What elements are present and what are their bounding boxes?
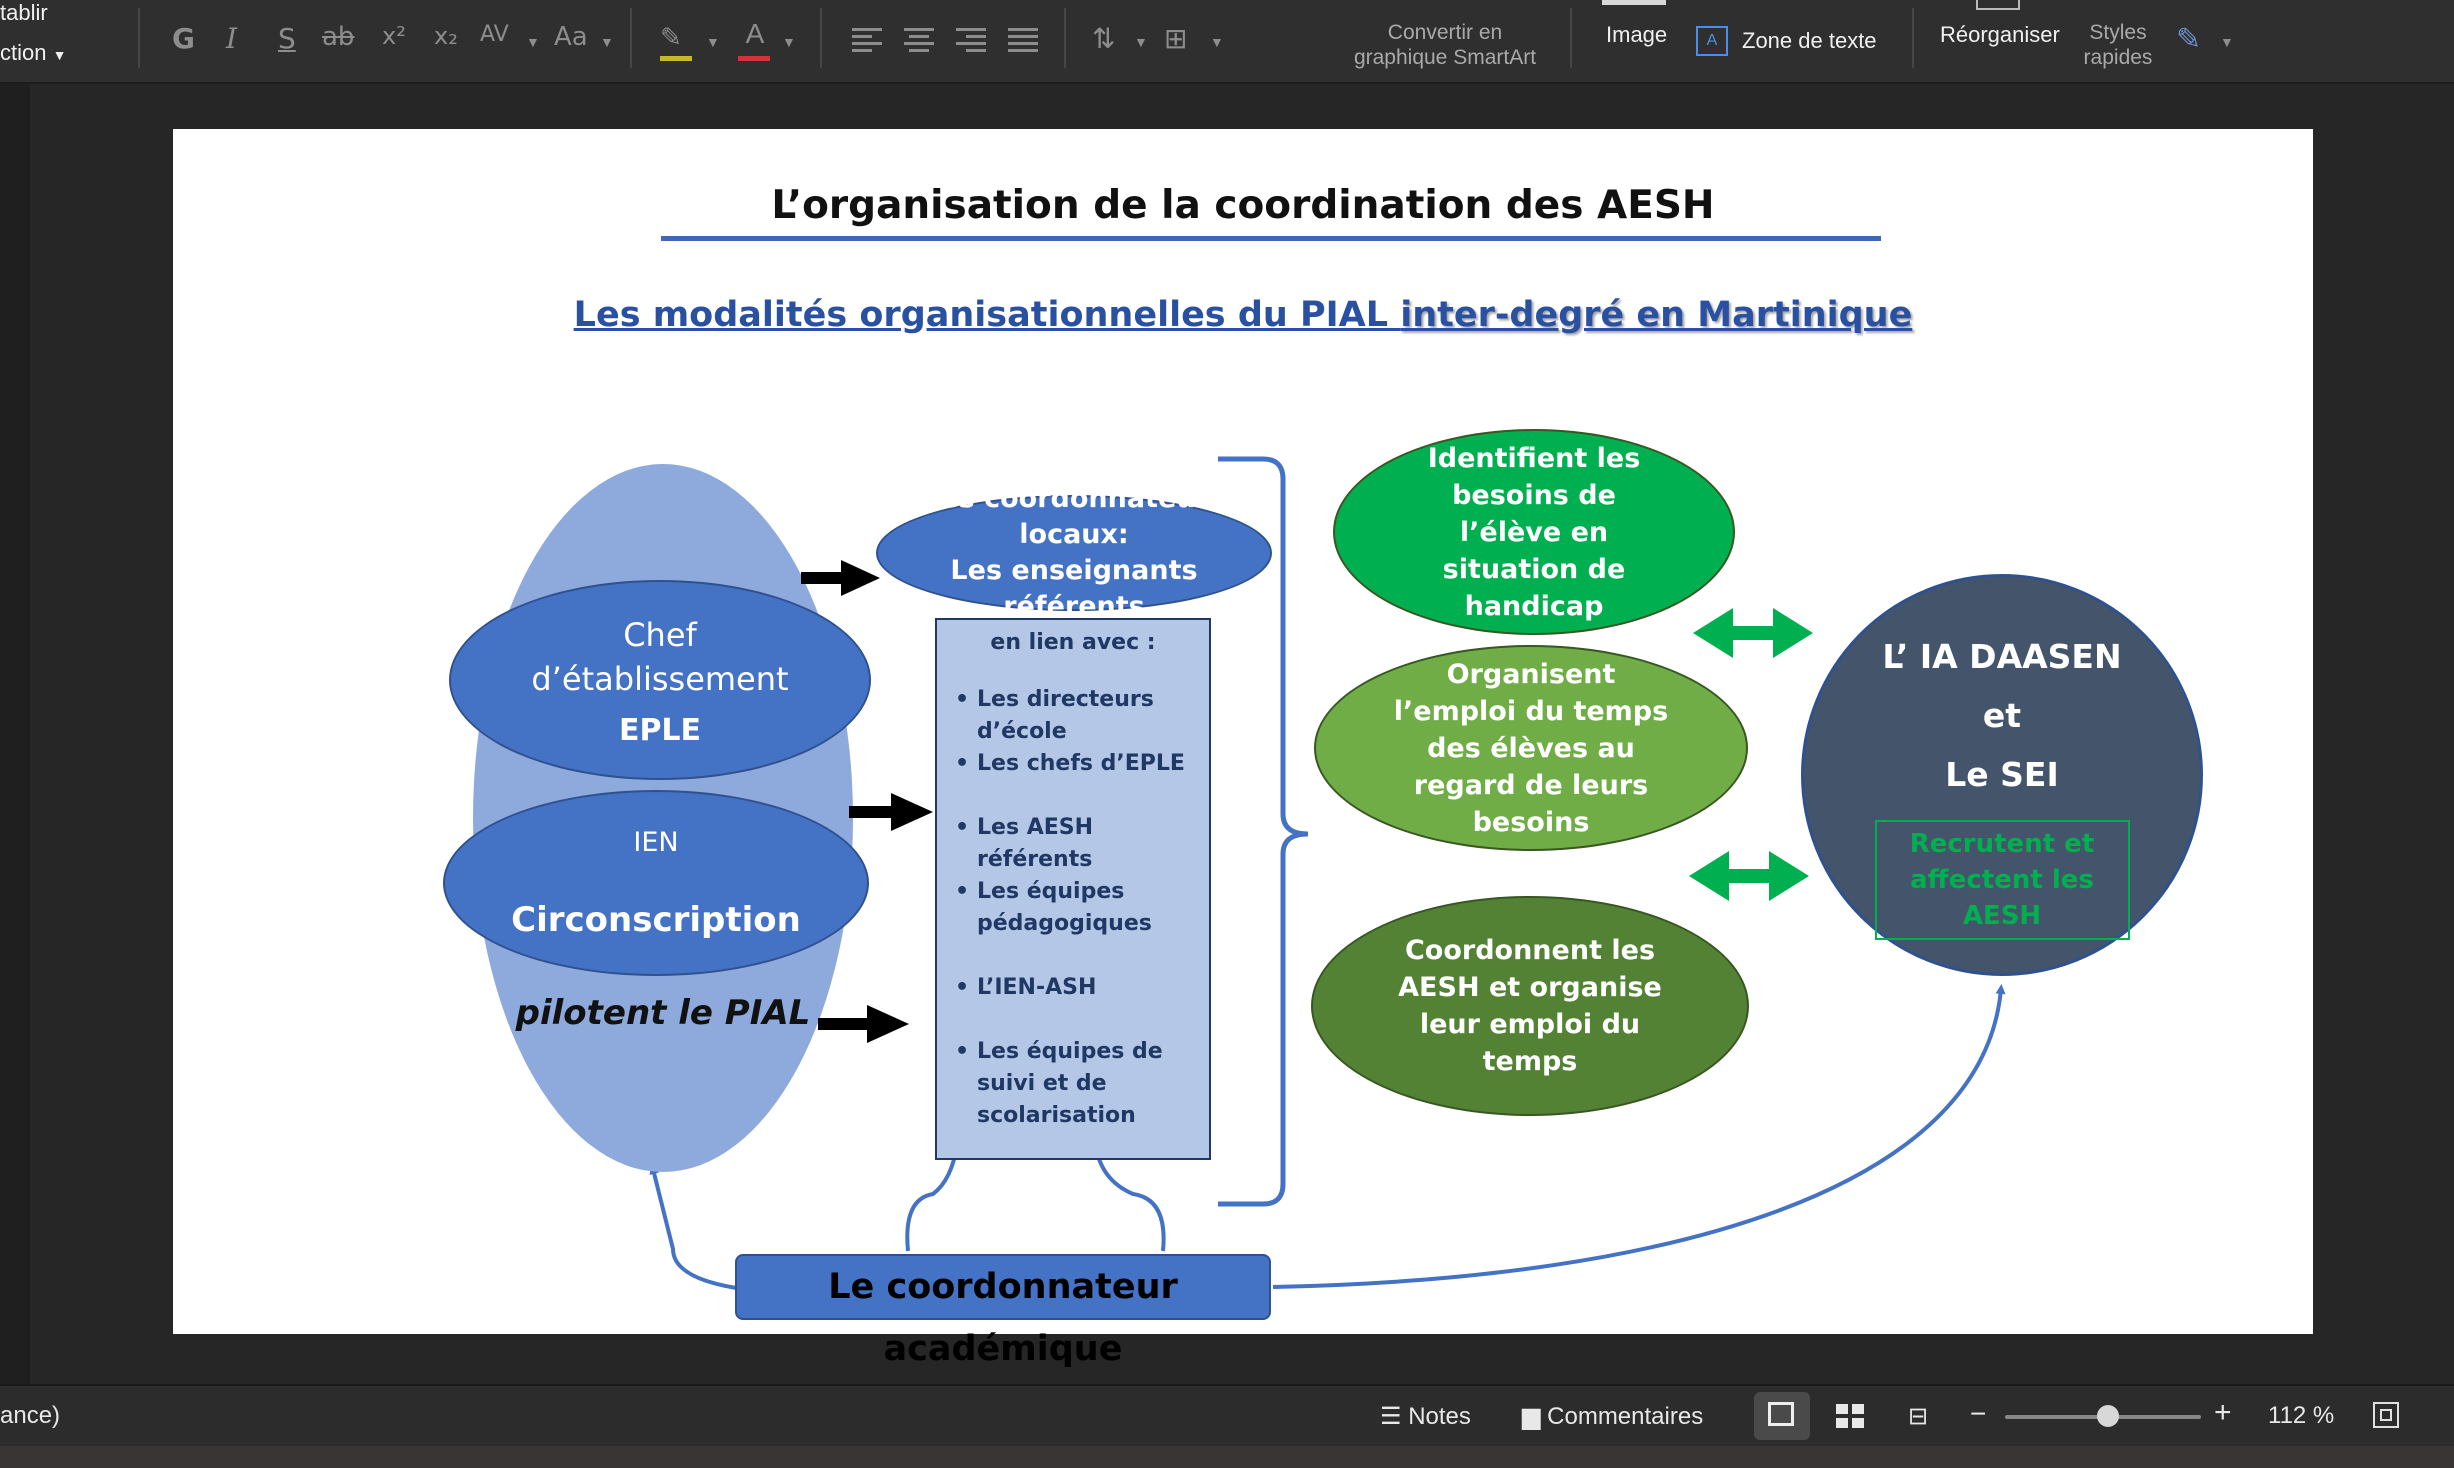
chevron-down-icon[interactable]: ▼ xyxy=(526,34,540,50)
ribbon-truncated-label-top[interactable]: tablir xyxy=(0,0,48,25)
slide[interactable]: L’organisation de la coordination des AE… xyxy=(173,129,2313,1369)
align-left-button[interactable] xyxy=(852,28,882,54)
chevron-down-icon: ▼ xyxy=(52,47,67,63)
comment-icon: ▆ xyxy=(1522,1403,1541,1430)
list-item: Les AESH référents xyxy=(955,812,1197,876)
notes-icon: ☰ xyxy=(1380,1403,1402,1430)
font-color-button[interactable]: A xyxy=(738,18,772,62)
status-bar: ance) ☰ Notes ▆ Commentaires ⊟ − + 112 % xyxy=(0,1384,2454,1448)
chevron-down-icon[interactable]: ▼ xyxy=(706,34,720,50)
quick-styles-button[interactable]: Styles rapides xyxy=(2083,21,2153,69)
list-item: Les directeurs d’école xyxy=(955,684,1197,748)
justify-button[interactable] xyxy=(1008,28,1038,54)
arrange-icon xyxy=(1976,0,2020,10)
align-right-button[interactable] xyxy=(956,28,986,54)
coordonnent-aesh-oval[interactable]: Coordonnent les AESH et organise leur em… xyxy=(1311,896,1749,1116)
ribbon-truncated-label-bottom[interactable]: ction ▼ xyxy=(0,40,67,65)
align-text-icon[interactable]: ⊞ xyxy=(1164,23,1188,54)
zoom-level[interactable]: 112 % xyxy=(2268,1402,2335,1429)
character-spacing-button[interactable]: AV xyxy=(480,22,509,47)
change-case-button[interactable]: Aa xyxy=(554,22,588,52)
grid-icon xyxy=(1836,1404,1866,1428)
subscript-button[interactable]: x₂ xyxy=(434,22,458,50)
chevron-down-icon[interactable]: ▼ xyxy=(2220,34,2234,50)
chef-etablissement-oval[interactable]: Chef d’établissement EPLE xyxy=(449,580,871,780)
slide-sorter-button[interactable] xyxy=(1836,1404,1866,1430)
fit-to-window-button[interactable] xyxy=(2373,1402,2399,1428)
lien-header: en lien avec : xyxy=(990,630,1156,655)
left-panel-edge xyxy=(0,84,30,1384)
bold-button[interactable]: G xyxy=(172,22,195,55)
chevron-down-icon[interactable]: ▼ xyxy=(1134,34,1148,50)
image-icon xyxy=(1602,0,1666,5)
presenter-view-icon[interactable]: ⊟ xyxy=(1908,1403,1929,1430)
underline-button[interactable]: S xyxy=(278,22,296,55)
text-direction-icon[interactable]: ⇅ xyxy=(1092,23,1116,54)
zoom-out-button[interactable]: − xyxy=(1970,1398,1987,1429)
list-item: Les équipes de suivi et de scolarisation xyxy=(955,1036,1197,1132)
zoom-in-button[interactable]: + xyxy=(2214,1396,2232,1429)
reorganize-button[interactable]: Réorganiser xyxy=(1936,0,2066,70)
list-item: L’IEN-ASH xyxy=(955,972,1197,1004)
image-button[interactable]: Image xyxy=(1598,0,1678,70)
chevron-down-icon[interactable]: ▼ xyxy=(782,34,796,50)
title-underline xyxy=(661,236,1881,241)
strikethrough-button[interactable]: ab xyxy=(322,22,355,52)
curve-to-list-left xyxy=(905,1134,963,1252)
convert-smartart-button[interactable]: Convertir en graphique SmartArt xyxy=(1353,21,1537,69)
fit-icon xyxy=(2380,1409,2392,1421)
curly-bracket xyxy=(1218,456,1309,1207)
curve-to-list-right xyxy=(1090,1134,1166,1252)
normal-view-icon xyxy=(1768,1402,1794,1426)
list-item: Les équipes pédagogiques xyxy=(955,876,1197,940)
zoom-slider-handle[interactable] xyxy=(2097,1405,2119,1427)
notes-button[interactable]: ☰ Notes xyxy=(1380,1403,1471,1430)
text-box-icon: A xyxy=(1696,26,1728,56)
normal-view-button[interactable] xyxy=(1754,1392,1810,1440)
align-center-button[interactable] xyxy=(904,28,934,54)
font-color-icon: A xyxy=(745,18,765,49)
ribbon-separator xyxy=(820,8,822,68)
highlighter-icon: ✎ xyxy=(660,22,682,52)
ribbon-separator xyxy=(138,8,140,68)
recrutent-box: Recrutent et affectent les AESH xyxy=(1874,820,2130,940)
pen-icon[interactable]: ✎ xyxy=(2176,23,2202,56)
list-item: Les chefs d’EPLE xyxy=(955,748,1197,780)
ribbon-separator xyxy=(1912,8,1914,68)
en-lien-avec-box[interactable]: en lien avec : Les directeurs d’école Le… xyxy=(935,618,1211,1160)
language-status[interactable]: ance) xyxy=(0,1402,61,1429)
curve-to-daasen xyxy=(1272,984,2006,1289)
organisent-emploi-oval[interactable]: Organisent l’emploi du temps des élèves … xyxy=(1314,645,1748,851)
ribbon-separator xyxy=(1570,8,1572,68)
ien-circonscription-oval[interactable]: IEN Circonscription xyxy=(443,790,869,976)
window-bottom-edge xyxy=(0,1446,2454,1468)
slide-title[interactable]: L’organisation de la coordination des AE… xyxy=(771,183,1715,228)
identifient-besoins-oval[interactable]: Identifient les besoins de l’élève en si… xyxy=(1333,429,1735,635)
ribbon-separator xyxy=(1064,8,1066,68)
curve-to-pilots xyxy=(649,1164,744,1291)
coordonnateurs-locaux-oval[interactable]: Les coordonnateurs locaux: Les enseignan… xyxy=(876,483,1272,622)
comments-button[interactable]: ▆ Commentaires xyxy=(1522,1403,1704,1430)
slide-subtitle[interactable]: Les modalités organisationnelles du PIAL… xyxy=(573,295,1913,335)
ribbon-separator xyxy=(630,8,632,68)
ribbon-toolbar: tablir ction ▼ G I S ab x² x₂ AV ▼ Aa ▼ … xyxy=(0,0,2454,84)
chevron-down-icon[interactable]: ▼ xyxy=(1210,34,1224,50)
pilotent-label[interactable]: pilotent le PIAL xyxy=(515,993,811,1033)
italic-button[interactable]: I xyxy=(226,22,238,55)
connectors-layer xyxy=(649,456,2006,1291)
ia-daasen-circle[interactable]: L’ IA DAASEN et Le SEI Recrutent et affe… xyxy=(1801,574,2203,976)
chevron-down-icon[interactable]: ▼ xyxy=(600,34,614,50)
superscript-button[interactable]: x² xyxy=(382,22,406,50)
coordonnateur-academique-box[interactable]: Le coordonnateur académique xyxy=(735,1254,1271,1369)
text-box-button[interactable]: A Zone de texte xyxy=(1696,24,1886,64)
highlight-color-button[interactable]: ✎ xyxy=(660,22,694,62)
